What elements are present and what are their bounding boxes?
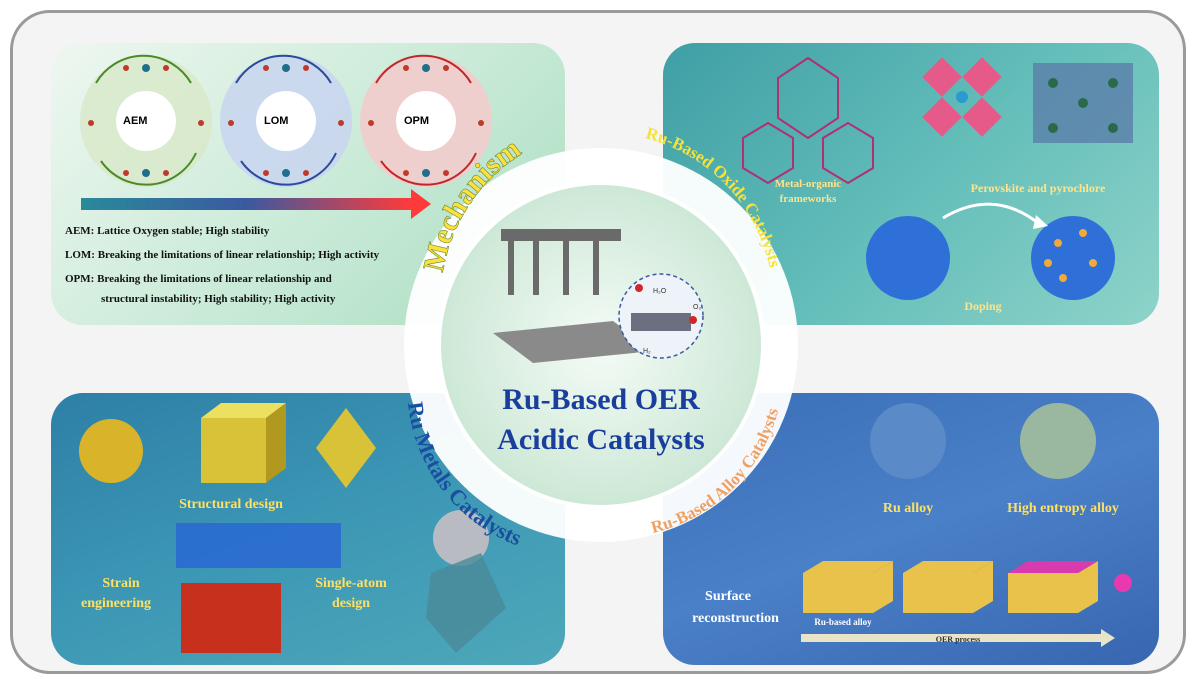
mechanism-note-opm: OPM: Breaking the limitations of linear … (65, 273, 332, 285)
ru-based-alloy-label: Ru-based alloy (814, 617, 872, 627)
oxide-panel: Metal-organic frameworks Perovskite and … (663, 43, 1159, 325)
o2-label: O₂ (693, 304, 701, 311)
mechanism-note-opm-cont: structural instability; High stability; … (101, 293, 336, 305)
doping-label: Doping (964, 299, 1002, 313)
figure-frame: AEM LOM OPM AEM: Lattice Oxygen stable; … (10, 10, 1186, 674)
surface-label-line2: reconstruction (692, 611, 779, 626)
ru-alloy-label: Ru alloy (882, 501, 934, 516)
cycle-label-aem: AEM (123, 115, 148, 127)
mechanism-panel: AEM LOM OPM AEM: Lattice Oxygen stable; … (51, 43, 565, 325)
alloy-graphics (801, 403, 1132, 647)
metals-graphics (79, 403, 506, 653)
structural-design-label: Structural design (179, 497, 283, 512)
mof-label-line2: frameworks (779, 193, 837, 205)
single-atom-label-line1: Single-atom (315, 576, 387, 591)
center-title-line1: Ru-Based OER (502, 383, 700, 416)
strain-label-line2: engineering (81, 596, 151, 611)
center-ring: H₂O O₂ H₂ Ru-Based OER Acidic Catalysts … (403, 123, 798, 551)
mechanism-note-lom: LOM: Breaking the limitations of linear … (65, 249, 380, 261)
perovskite-label: Perovskite and pyrochlore (970, 181, 1106, 195)
center-title-line2: Acidic Catalysts (497, 423, 704, 456)
oxide-graphics (742, 56, 1133, 300)
h2o-label: H₂O (653, 288, 667, 295)
mof-label-line1: Metal-organic (774, 178, 842, 190)
oer-process-label: OER process (935, 635, 981, 644)
cycle-label-lom: LOM (264, 115, 289, 127)
metals-panel: Structural design Strain engineering Sin… (51, 393, 565, 665)
mechanism-cycles-graphic (80, 54, 492, 219)
single-atom-label-line2: design (331, 596, 371, 611)
surface-label-line1: Surface (705, 589, 751, 604)
cycle-label-opm: OPM (404, 115, 430, 127)
h2-label: H₂ (643, 348, 651, 355)
strain-label-line1: Strain (102, 576, 140, 591)
mechanism-note-aem: AEM: Lattice Oxygen stable; High stabili… (65, 225, 270, 237)
high-entropy-alloy-label: High entropy alloy (1007, 501, 1119, 516)
